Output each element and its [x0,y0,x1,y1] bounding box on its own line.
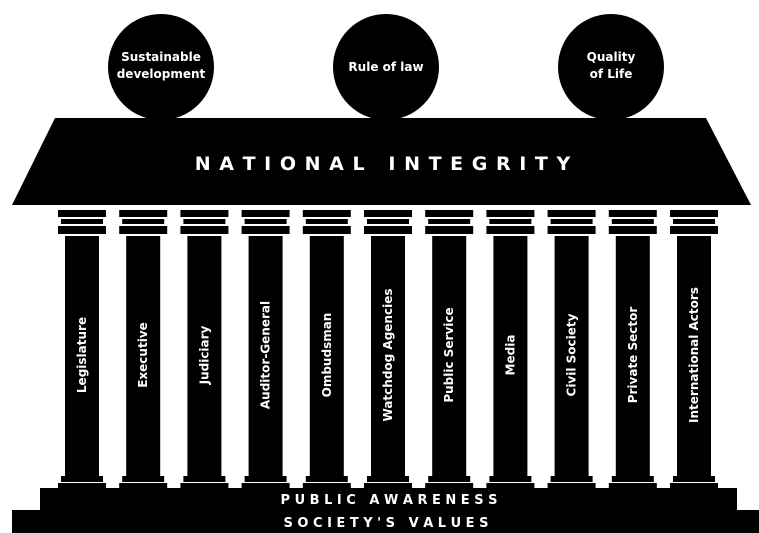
pillar-part [180,210,228,217]
pillar-part [119,483,167,488]
pillar-part [364,483,412,488]
pillar-part [612,219,654,224]
pillar-part [486,226,534,234]
goals-group: Sustainable development Rule of law Qual… [108,14,664,120]
pillar-label: Watchdog Agencies [381,289,395,422]
roof: N A T I O N A L I N T E G R I T Y [12,118,751,205]
pillar-label: Judiciary [197,325,211,385]
pillar-part [609,483,657,488]
foundation: P U B L I C A W A R E N E S S S O C I E … [12,488,759,533]
pillar-part [183,219,225,224]
pillar: International Actors [670,210,718,488]
pillar-label: Legislature [75,317,89,393]
pillar-label: Public Service [442,307,456,402]
pillar-part [245,476,287,482]
pillar-part [670,483,718,488]
pillar-part [425,210,473,217]
pillar-part [303,210,351,217]
pillar: Civil Society [548,210,596,488]
pillar: Ombudsman [303,210,351,488]
pillar-part [183,476,225,482]
pillar-part [548,226,596,234]
pillar-part [486,483,534,488]
pillar-part [306,219,348,224]
pillar: Executive [119,210,167,488]
pillar: Private Sector [609,210,657,488]
foundation-lower-label: S O C I E T Y ' S V A L U E S [284,516,489,531]
pillar-part [428,476,470,482]
goal-label-line: Sustainable [121,50,201,64]
pillar-part [180,483,228,488]
pillar-part [673,476,715,482]
pillar-part [486,210,534,217]
pillar-part [303,226,351,234]
goal-label-line: Quality [587,50,636,64]
pillars-group: Legislature Executive Judiciary Auditor-Gen… [58,210,718,488]
pillar-part [551,476,593,482]
pillar-part [61,476,103,482]
pillar-label: Civil Society [565,313,579,396]
pillar-part [548,483,596,488]
pillar-label: Auditor-General [259,301,273,409]
pillar-part [245,219,287,224]
pillar-part [670,210,718,217]
pillar-part [58,226,106,234]
pillar-part [551,219,593,224]
pillar-part [489,476,531,482]
goal-quality-of-life: Quality of Life [558,14,664,120]
pillar: Public Service [425,210,473,488]
pillar: Judiciary [180,210,228,488]
pillar-part [364,226,412,234]
pillar: Auditor-General [242,210,290,488]
pillar-part [367,476,409,482]
goal-label-line: of Life [590,67,633,81]
goal-rule-of-law: Rule of law [333,14,439,120]
pillar-part [670,226,718,234]
pillar-part [122,219,164,224]
roof-title: N A T I O N A L I N T E G R I T Y [195,153,572,175]
pillar-part [58,483,106,488]
pillar-label: International Actors [687,287,701,423]
pillar-part [367,219,409,224]
foundation-upper-label: P U B L I C A W A R E N E S S [281,493,498,508]
goal-label-line: development [117,67,206,81]
pillar: Media [486,210,534,488]
pillar-part [242,226,290,234]
pillar-part [306,476,348,482]
pillar-part [425,483,473,488]
pillar-label: Executive [136,322,150,388]
goal-sustainable-development: Sustainable development [108,14,214,120]
pillar: Watchdog Agencies [364,210,412,488]
pillar-part [180,226,228,234]
pillar-label: Private Sector [626,307,640,404]
pillar-part [609,210,657,217]
pillar-label: Ombudsman [320,313,334,398]
pillar-part [303,483,351,488]
pillar-part [122,476,164,482]
pillar-part [489,219,531,224]
pillar-label: Media [503,335,517,376]
pillar-part [58,210,106,217]
pillar-part [673,219,715,224]
pillar-part [364,210,412,217]
pillar-part [119,210,167,217]
pillar-part [425,226,473,234]
pillar-part [612,476,654,482]
pillar-part [548,210,596,217]
pillar-part [428,219,470,224]
pillar-part [61,219,103,224]
pillar-part [242,483,290,488]
pillar: Legislature [58,210,106,488]
pillar-part [119,226,167,234]
goal-label-line: Rule of law [348,60,423,74]
pillar-part [242,210,290,217]
pillar-part [609,226,657,234]
